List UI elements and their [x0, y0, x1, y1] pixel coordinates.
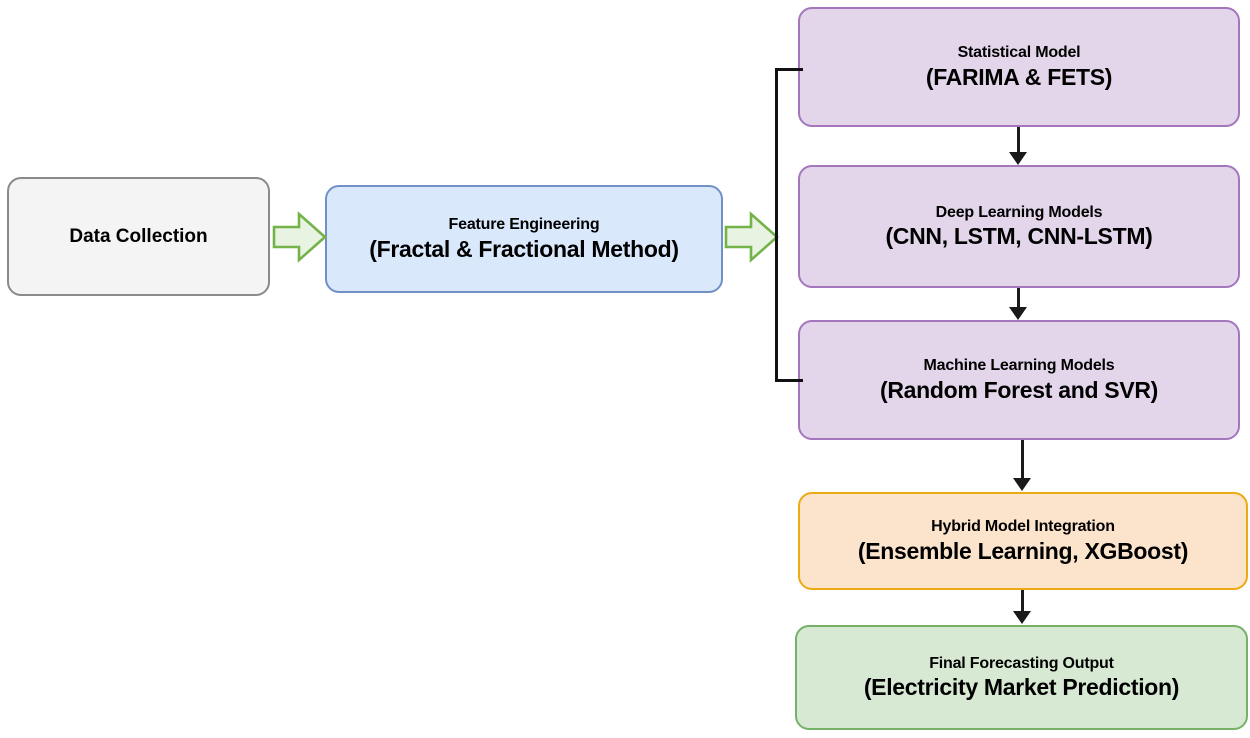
- node-deep-learning-models-line1: Deep Learning Models: [935, 203, 1103, 221]
- model-group-bracket: [775, 68, 803, 382]
- edge-statistical-to-deep-arrowhead: [1009, 152, 1027, 165]
- node-machine-learning-models-line2: (Random Forest and SVR): [879, 376, 1159, 403]
- node-feature-engineering-line2: (Fractal & Fractional Method): [369, 235, 679, 262]
- node-final-forecasting-output-line2: (Electricity Market Prediction): [863, 674, 1180, 701]
- node-statistical-model[interactable]: Statistical Model (FARIMA & FETS): [798, 7, 1240, 127]
- arrow-data-collection-to-feature-engineering: [272, 211, 327, 263]
- node-deep-learning-models-line2: (CNN, LSTM, CNN-LSTM): [885, 223, 1153, 250]
- edge-hybrid-to-final-line: [1021, 590, 1024, 613]
- node-hybrid-model-integration-line2: (Ensemble Learning, XGBoost): [857, 537, 1189, 564]
- node-hybrid-model-integration-line1: Hybrid Model Integration: [931, 518, 1115, 536]
- edge-machine-to-hybrid-arrowhead: [1013, 478, 1031, 491]
- edge-deep-to-machine-arrowhead: [1009, 307, 1027, 320]
- arrow-feature-engineering-to-models: [724, 211, 779, 263]
- node-final-forecasting-output-line1: Final Forecasting Output: [929, 654, 1114, 672]
- node-data-collection-line2: Data Collection: [69, 225, 208, 247]
- node-statistical-model-line2: (FARIMA & FETS): [925, 63, 1113, 90]
- node-statistical-model-line1: Statistical Model: [957, 44, 1081, 62]
- node-feature-engineering-line1: Feature Engineering: [448, 216, 600, 234]
- edge-machine-to-hybrid-line: [1021, 440, 1024, 480]
- node-data-collection[interactable]: Data Collection: [7, 177, 270, 296]
- node-machine-learning-models[interactable]: Machine Learning Models (Random Forest a…: [798, 320, 1240, 440]
- node-final-forecasting-output[interactable]: Final Forecasting Output (Electricity Ma…: [795, 625, 1248, 730]
- edge-hybrid-to-final-arrowhead: [1013, 611, 1031, 624]
- edge-statistical-to-deep-line: [1017, 127, 1020, 155]
- edge-deep-to-machine-line: [1017, 288, 1020, 310]
- node-machine-learning-models-line1: Machine Learning Models: [923, 357, 1115, 375]
- node-hybrid-model-integration[interactable]: Hybrid Model Integration (Ensemble Learn…: [798, 492, 1248, 590]
- node-deep-learning-models[interactable]: Deep Learning Models (CNN, LSTM, CNN-LST…: [798, 165, 1240, 288]
- node-feature-engineering[interactable]: Feature Engineering (Fractal & Fractiona…: [325, 185, 723, 293]
